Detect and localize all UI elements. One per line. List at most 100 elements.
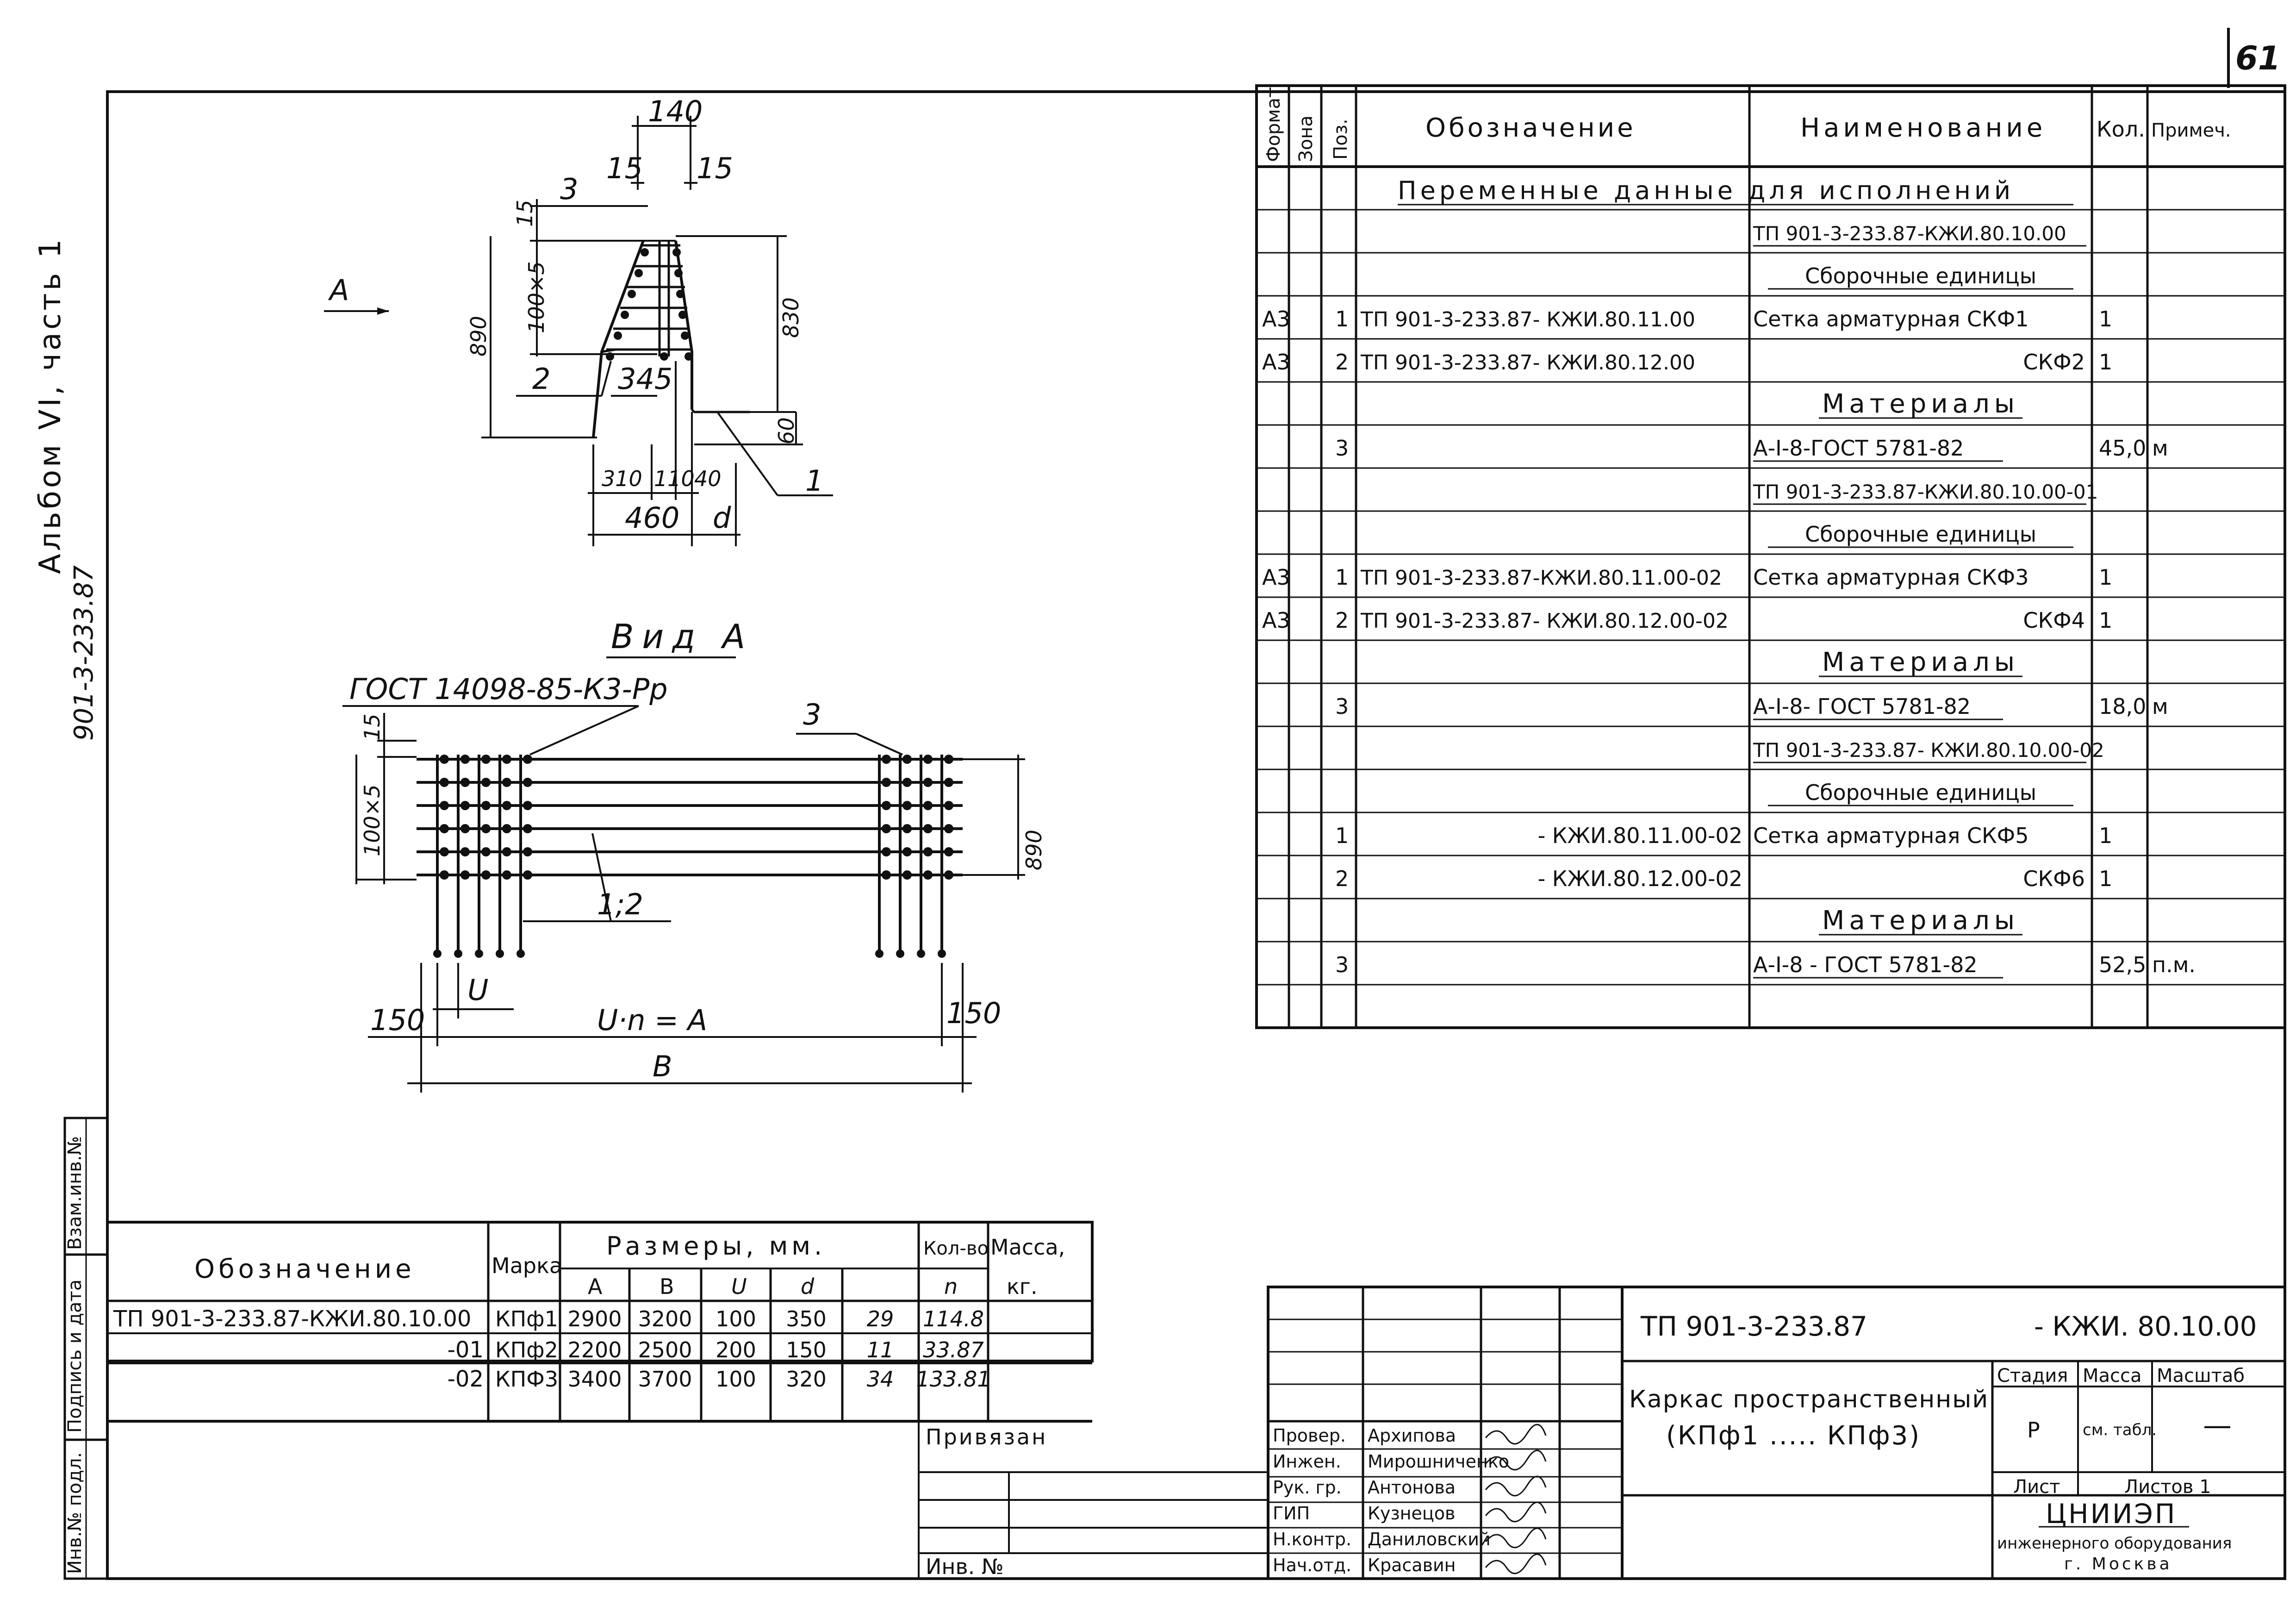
rebar-dot (882, 801, 891, 810)
rebar-dot (460, 847, 470, 856)
rebar-dot (902, 870, 912, 880)
view-a-dim-un-a: U·n = A (597, 1003, 707, 1037)
vt-cell-a: 2200 (567, 1337, 622, 1362)
tb-sheet-label: Лист (2013, 1476, 2060, 1498)
rebar-dot (523, 824, 532, 833)
view-a-gost-note: ГОСТ 14098-85-К3-Рр (349, 672, 668, 706)
dim-310: 310 (602, 466, 642, 491)
spec-cell-qty: 1 (2099, 823, 2112, 848)
vt-cell-d: 320 (786, 1367, 827, 1392)
spec-cell-pos: 2 (1335, 866, 1349, 891)
spec-cell-name: ТП 901-3-233.87-КЖИ.80.10.00-01 (1753, 481, 2098, 503)
rebar-dot (923, 801, 933, 810)
tb-org-city: г. Москва (2064, 1555, 2172, 1574)
view-a-dim-u: U (467, 973, 488, 1007)
side-stamp-podpis: Подпись и дата (64, 1280, 86, 1433)
vt-cell-u: 100 (716, 1306, 756, 1331)
dim-140: 140 (648, 94, 703, 128)
spec-header-designation: Обозначение (1425, 113, 1636, 143)
view-a-label-1-2: 1;2 (597, 887, 643, 921)
vt-cell-d: 150 (786, 1337, 827, 1362)
spec-cell-name: СКФ4 (2023, 608, 2085, 633)
dim-345: 345 (618, 362, 672, 396)
vt-cell-n: 11 (867, 1337, 894, 1362)
spec-cell-note: м (2152, 694, 2168, 719)
vt-inv-no: Инв. № (926, 1554, 1004, 1579)
rebar-dot (902, 847, 912, 856)
spec-cell-designation: ТП 901-3-233.87- КЖИ.80.11.00 (1360, 308, 1695, 331)
dim-110: 110 (654, 466, 695, 491)
spec-cell-qty: 1 (2099, 866, 2112, 891)
vt-cell-n: 29 (867, 1306, 894, 1331)
rebar-dot (882, 824, 891, 833)
rebar-end-dot (433, 949, 442, 958)
tb-mass-label: Масса (2083, 1365, 2142, 1387)
spec-cell-qty: 1 (2099, 565, 2112, 590)
rebar-dot (523, 755, 532, 764)
rebar-end-dot (454, 949, 462, 958)
tb-stage-value: Р (2027, 1418, 2040, 1443)
rebar-end-dot (516, 949, 525, 958)
page-number: 61 (2235, 39, 2280, 77)
tb-signer-role: ГИП (1273, 1503, 1310, 1524)
vt-header-mass: Масса, (990, 1235, 1065, 1260)
label-pos-3: 3 (560, 172, 578, 206)
rebar-dot (523, 801, 532, 810)
spec-cell-name: СКФ2 (2023, 350, 2085, 375)
spec-cell-designation: - КЖИ.80.12.00-02 (1538, 866, 1742, 891)
rebar-dot (944, 824, 953, 833)
spec-cell-qty: 1 (2099, 608, 2112, 633)
rebar-end-dot (496, 949, 504, 958)
signature-mark (1485, 1475, 1547, 1497)
spec-cell-designation: - КЖИ.80.11.00-02 (1538, 823, 1742, 848)
view-a-dim-150-left: 150 (370, 1003, 425, 1037)
signature-mark (1485, 1449, 1547, 1471)
doc-code-right: - КЖИ. 80.10.00 (2034, 1311, 2257, 1342)
tb-signer-role: Н.контр. (1273, 1529, 1351, 1549)
spec-header-format: Формат (1263, 87, 1284, 162)
vt-cell-designation: -01 (448, 1337, 484, 1363)
tb-sheets-label: Листов 1 (2124, 1476, 2211, 1498)
spec-cell-pos: 1 (1335, 823, 1349, 848)
spec-cell-format: А3 (1262, 306, 1290, 331)
view-a-dim-150-right: 150 (946, 996, 1001, 1030)
rebar-dot (902, 824, 912, 833)
tb-org-name: ЦНИИЭП (2046, 1498, 2177, 1530)
vt-cell-mark: КПФ3 (495, 1367, 558, 1392)
tb-signer-name: Даниловский (1368, 1529, 1491, 1549)
dim-15-right: 15 (697, 151, 733, 185)
rebar-dot (523, 870, 532, 880)
rebar-dot (882, 870, 891, 880)
rebar-dot (502, 778, 511, 787)
rebar-dot (481, 847, 491, 856)
spec-cell-name: СКФ6 (2023, 866, 2085, 891)
rebar-dot (481, 824, 491, 833)
rebar-dot (902, 755, 912, 764)
spec-cell-name: ТП 901-3-233.87-КЖИ.80.10.00 (1753, 222, 2066, 245)
rebar-dot (902, 778, 912, 787)
rebar-dot (502, 847, 511, 856)
rebar-end-dot (896, 949, 904, 958)
dim-100x5: 100×5 (524, 261, 549, 333)
view-a-dim-100x5: 100×5 (360, 784, 385, 856)
rebar-dot (523, 847, 532, 856)
dim-15-vertical: 15 (512, 200, 537, 227)
tb-signer-name: Архипова (1368, 1425, 1456, 1446)
spec-cell-pos: 2 (1335, 608, 1349, 633)
signature-mark (1485, 1424, 1547, 1445)
rebar-dot (944, 778, 953, 787)
rebar-dot (502, 755, 511, 764)
vt-cell-b: 2500 (638, 1337, 692, 1362)
side-stamp-inv: Инв.№ подл. (64, 1452, 86, 1574)
spec-cell-name: Сборочные единицы (1805, 263, 2036, 288)
vt-header-qty: Кол-во (923, 1238, 989, 1259)
tb-signer-name: Красавин (1368, 1555, 1456, 1575)
tb-stage-label: Стадия (1997, 1365, 2068, 1387)
spec-cell-designation: ТП 901-3-233.87- КЖИ.80.12.00-02 (1360, 609, 1729, 633)
vt-cell-n: 34 (867, 1367, 894, 1392)
spec-cell-pos: 3 (1335, 952, 1349, 977)
vt-cell-b: 3200 (638, 1306, 692, 1331)
rebar-dot (481, 778, 491, 787)
tb-signer-role: Нач.отд. (1273, 1555, 1351, 1575)
